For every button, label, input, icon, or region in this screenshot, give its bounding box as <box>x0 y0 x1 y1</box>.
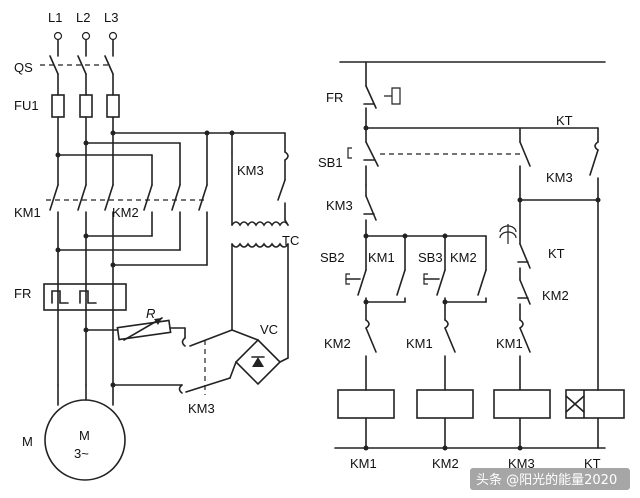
label-km1-ctrl-a: KM1 <box>406 336 433 351</box>
label-m: M <box>22 434 33 449</box>
coil-km1 <box>337 389 395 451</box>
interlock-contacts <box>365 319 531 391</box>
label-km2-int: KM2 <box>542 288 569 303</box>
label-tc: TC <box>282 233 299 248</box>
fu1-fuses <box>51 73 120 186</box>
coil-km2 <box>416 389 474 451</box>
sb1-second-and-km3 <box>517 127 601 391</box>
km2-interlock-contact <box>517 279 531 321</box>
label-l3: L3 <box>104 10 118 25</box>
label-r: R <box>146 306 155 321</box>
label-km3-top: KM3 <box>237 163 264 178</box>
motor-phase: 3~ <box>74 446 89 461</box>
label-sb1: SB1 <box>318 155 343 170</box>
label-coil-kt: KT <box>584 456 601 471</box>
kt-timer-contact <box>499 199 531 281</box>
label-km3-bottom: KM3 <box>188 401 215 416</box>
label-qs: QS <box>14 60 33 75</box>
sb3-start-button <box>423 235 446 321</box>
label-km1-main: KM1 <box>14 205 41 220</box>
label-km3-ctrl-a: KM3 <box>326 198 353 213</box>
km3-nc-contact <box>363 184 377 237</box>
label-coil-km2: KM2 <box>432 456 459 471</box>
label-km3-ctrl-b: KM3 <box>546 170 573 185</box>
label-fr-ctrl: FR <box>326 90 343 105</box>
terminal-l3 <box>108 31 118 41</box>
km2-hold-contact <box>442 235 487 305</box>
terminal-l2 <box>81 31 91 41</box>
watermark: 头条 @阳光的能量2020 <box>470 468 630 490</box>
motor: M 3~ <box>44 384 126 481</box>
fr-thermal-relay <box>43 283 127 311</box>
branch-wires <box>55 130 286 186</box>
km1-main-contacts <box>49 184 114 386</box>
qs-switch <box>40 39 114 75</box>
label-kt-mid: KT <box>548 246 565 261</box>
label-coil-km3: KM3 <box>508 456 535 471</box>
km2-main-contacts <box>46 184 208 268</box>
label-l1: L1 <box>48 10 62 25</box>
label-sb2: SB2 <box>320 250 345 265</box>
label-l2: L2 <box>76 10 90 25</box>
sb1-stop-button <box>347 127 520 186</box>
km1-hold-contact <box>363 235 406 305</box>
coil-km3 <box>493 389 551 451</box>
motor-symbol: M <box>79 428 90 443</box>
label-fr-main: FR <box>14 286 31 301</box>
label-coil-km1: KM1 <box>350 456 377 471</box>
sb2-start-button <box>345 235 367 321</box>
vc-rectifier <box>229 329 289 386</box>
resistor-r <box>83 317 186 341</box>
tc-transformer <box>231 219 289 359</box>
watermark-text: 头条 @阳光的能量2020 <box>476 472 617 488</box>
km3-bottom-contacts <box>110 329 233 395</box>
label-km2-main: KM2 <box>112 205 139 220</box>
label-km1-hold: KM1 <box>368 250 395 265</box>
coil-kt <box>565 389 625 449</box>
label-km2-hold: KM2 <box>450 250 477 265</box>
main-circuit: L1 L2 L3 QS FU1 <box>14 10 299 481</box>
label-fu1: FU1 <box>14 98 39 113</box>
label-sb3: SB3 <box>418 250 443 265</box>
label-vc: VC <box>260 322 278 337</box>
km3-top-contact <box>231 151 289 226</box>
label-km2-ctrl: KM2 <box>324 336 351 351</box>
label-kt-top: KT <box>556 113 573 128</box>
control-circuit: FR KT SB1 KM3 <box>318 61 625 471</box>
label-km1-ctrl-b: KM1 <box>496 336 523 351</box>
terminal-l1 <box>53 31 63 41</box>
fr-nc-contact <box>363 61 401 129</box>
